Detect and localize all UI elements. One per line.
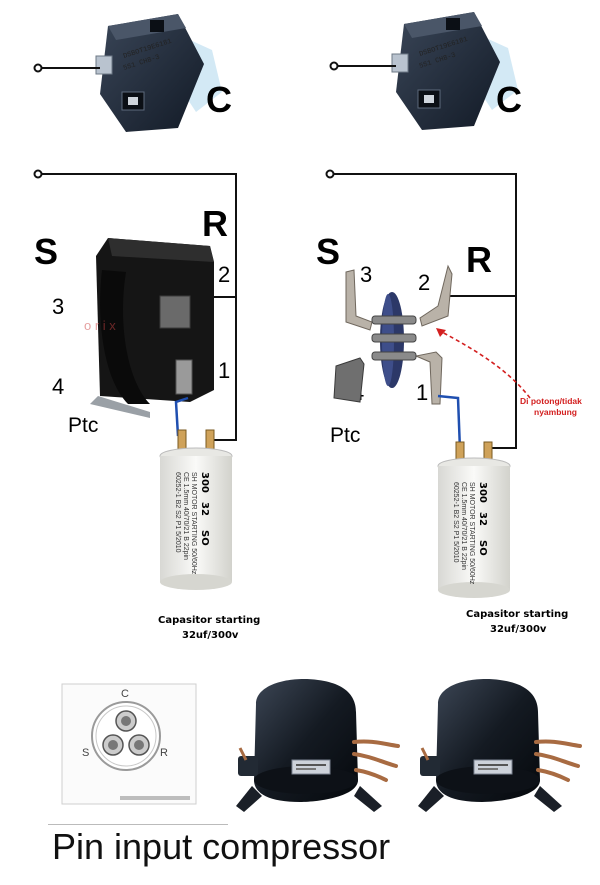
cap-caption-left-1: Capasitor starting [158, 615, 260, 626]
cap-caption-left-2: 32uf/300v [182, 630, 239, 641]
pin-r-symbol [128, 734, 150, 756]
label-r-right: R [466, 239, 492, 280]
pin-3-right: 3 [360, 262, 372, 287]
ptc-relay-left: o r i x [84, 238, 214, 418]
pin-3-left: 3 [52, 294, 64, 319]
cap-uf-right: 32 [477, 512, 488, 526]
label-r-left: R [202, 203, 228, 244]
terminal-pin-diagram: C S R [61, 683, 197, 805]
terminal-dot-c-right [329, 61, 339, 71]
label-c-left: C [206, 79, 232, 120]
cap-uf-left: 32 [199, 502, 210, 516]
label-s-left: S [34, 231, 58, 272]
compressor-right [418, 679, 582, 812]
wire-c-left [33, 63, 100, 73]
svg-text:CE 1.5mm 40/70/21 B 22pin: CE 1.5mm 40/70/21 B 22pin [460, 482, 467, 570]
cap-so-right: SO [477, 540, 488, 556]
svg-text:60252-1 B2 S2 P1 5/2010: 60252-1 B2 S2 P1 5/2010 [452, 482, 459, 563]
wire-c-right [329, 61, 396, 71]
wire-s-right [325, 169, 517, 449]
ptc-wire-blue-left [174, 396, 189, 437]
compressor-left [236, 679, 400, 812]
svg-text:SH MOTOR STARTING 50/60Hz: SH MOTOR STARTING 50/60Hz [190, 472, 197, 575]
cap-caption-right-1: Capasitor starting [466, 609, 568, 620]
svg-text:60252-1 B2 S2 P1 5/2010: 60252-1 B2 S2 P1 5/2010 [174, 472, 181, 553]
cut-note-line1: Di potong/tidak [520, 396, 582, 406]
svg-text:CE 1.5mm 40/70/21 B 22pin: CE 1.5mm 40/70/21 B 22pin [182, 472, 189, 560]
label-c-right: C [496, 79, 522, 120]
capacitor-right: 300 32 SO SH MOTOR STARTING 50/60Hz CE 1… [437, 441, 511, 598]
terminal-dot-s-right [325, 169, 335, 179]
svg-text:o r i x: o r i x [84, 318, 116, 333]
label-s-right: S [316, 231, 340, 272]
overload-relay-right: DSBOT19E6181 5S1 CH8-3 [391, 12, 518, 130]
pin-s-symbol [102, 734, 124, 756]
terminal-dot-s-left [33, 169, 43, 179]
label-ptc-right: Ptc [330, 424, 360, 447]
capacitor-left: 300 32 SO SH MOTOR STARTING 50/60Hz CE 1… [159, 429, 233, 590]
cap-voltage-right: 300 [477, 482, 488, 503]
terminal-label-c: C [121, 688, 129, 700]
pin-c-symbol [115, 710, 137, 732]
pin-2-left: 2 [218, 262, 230, 287]
cap-so-left: SO [199, 530, 210, 546]
pin-2-right: 2 [418, 270, 430, 295]
overload-relay-left: DSBOT19E6181 5S1 CH8-3 [95, 14, 222, 132]
terminal-label-s: S [82, 747, 89, 759]
ptc-parts-right [333, 264, 453, 405]
terminal-dot-c-left [33, 63, 43, 73]
pin-4-left: 4 [52, 374, 64, 399]
cap-voltage-left: 300 [199, 472, 210, 493]
pin-1-left: 1 [218, 358, 230, 383]
cut-note-line2: nyambung [534, 407, 577, 417]
cap-caption-right-2: 32uf/300v [490, 624, 547, 635]
svg-text:SH MOTOR STARTING 50/60Hz: SH MOTOR STARTING 50/60Hz [468, 482, 475, 585]
ptc-wire-blue-right [437, 394, 462, 451]
cut-indicator-arrow [436, 328, 531, 399]
terminal-label-r: R [160, 747, 168, 759]
label-ptc-left: Ptc [68, 414, 98, 437]
footer-divider [48, 824, 228, 825]
footer-title: Pin input compressor [52, 826, 391, 867]
pin-1-right: 1 [416, 380, 428, 405]
